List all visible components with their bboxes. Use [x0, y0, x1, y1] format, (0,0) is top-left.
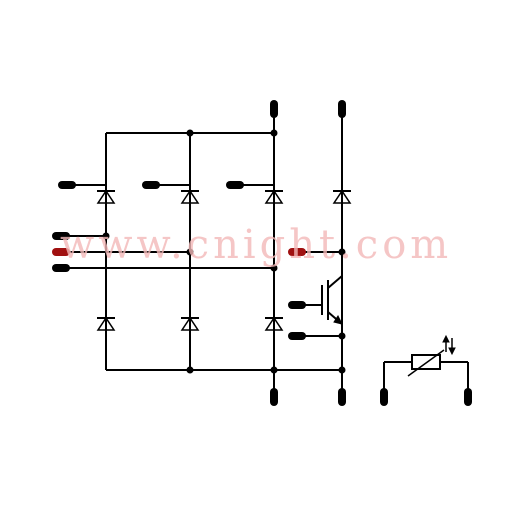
junctions	[102, 129, 346, 374]
junction	[338, 248, 346, 256]
junction	[338, 332, 346, 340]
junction	[186, 129, 194, 137]
ntc-body	[411, 354, 441, 370]
terminal-lead-2	[142, 181, 160, 189]
terminal-igbt-emitter	[288, 332, 306, 340]
diode-lower-1	[96, 316, 116, 331]
diode-upper-1	[96, 189, 116, 204]
junction	[102, 232, 110, 240]
terminal-ntc-2	[464, 388, 472, 406]
junction	[186, 248, 194, 256]
junction	[186, 366, 194, 374]
terminal-dc-plus	[270, 100, 278, 118]
terminal-lead-3	[226, 181, 244, 189]
diode-lower-2	[180, 316, 200, 331]
diode-upper-3	[264, 189, 284, 204]
terminal-ntc-1	[380, 388, 388, 406]
terminal-ac-3	[52, 264, 70, 272]
igbt-collector	[327, 275, 343, 289]
junction	[338, 366, 346, 374]
terminal-igbt-gate	[288, 301, 306, 309]
terminal-brake-bottom	[338, 388, 346, 406]
diode-upper-2	[180, 189, 200, 204]
igbt-emitter-arrow	[333, 315, 343, 325]
ntc-thermistor	[407, 334, 456, 377]
diodes	[96, 189, 352, 331]
terminal-dc-minus	[270, 388, 278, 406]
terminal-brake-sense	[288, 248, 306, 256]
junction	[270, 264, 278, 272]
terminal-ac-2	[52, 248, 70, 256]
terminal-lead-1	[58, 181, 76, 189]
igbt-symbol	[321, 275, 343, 325]
junction	[270, 366, 278, 374]
terminal-brake-top	[338, 100, 346, 118]
junction	[270, 129, 278, 137]
wires	[60, 110, 469, 395]
diode-lower-3	[264, 316, 284, 331]
terminal-ac-1	[52, 232, 70, 240]
terminals	[52, 100, 472, 406]
ntc-slash	[407, 349, 445, 377]
brake-diode	[332, 189, 352, 204]
